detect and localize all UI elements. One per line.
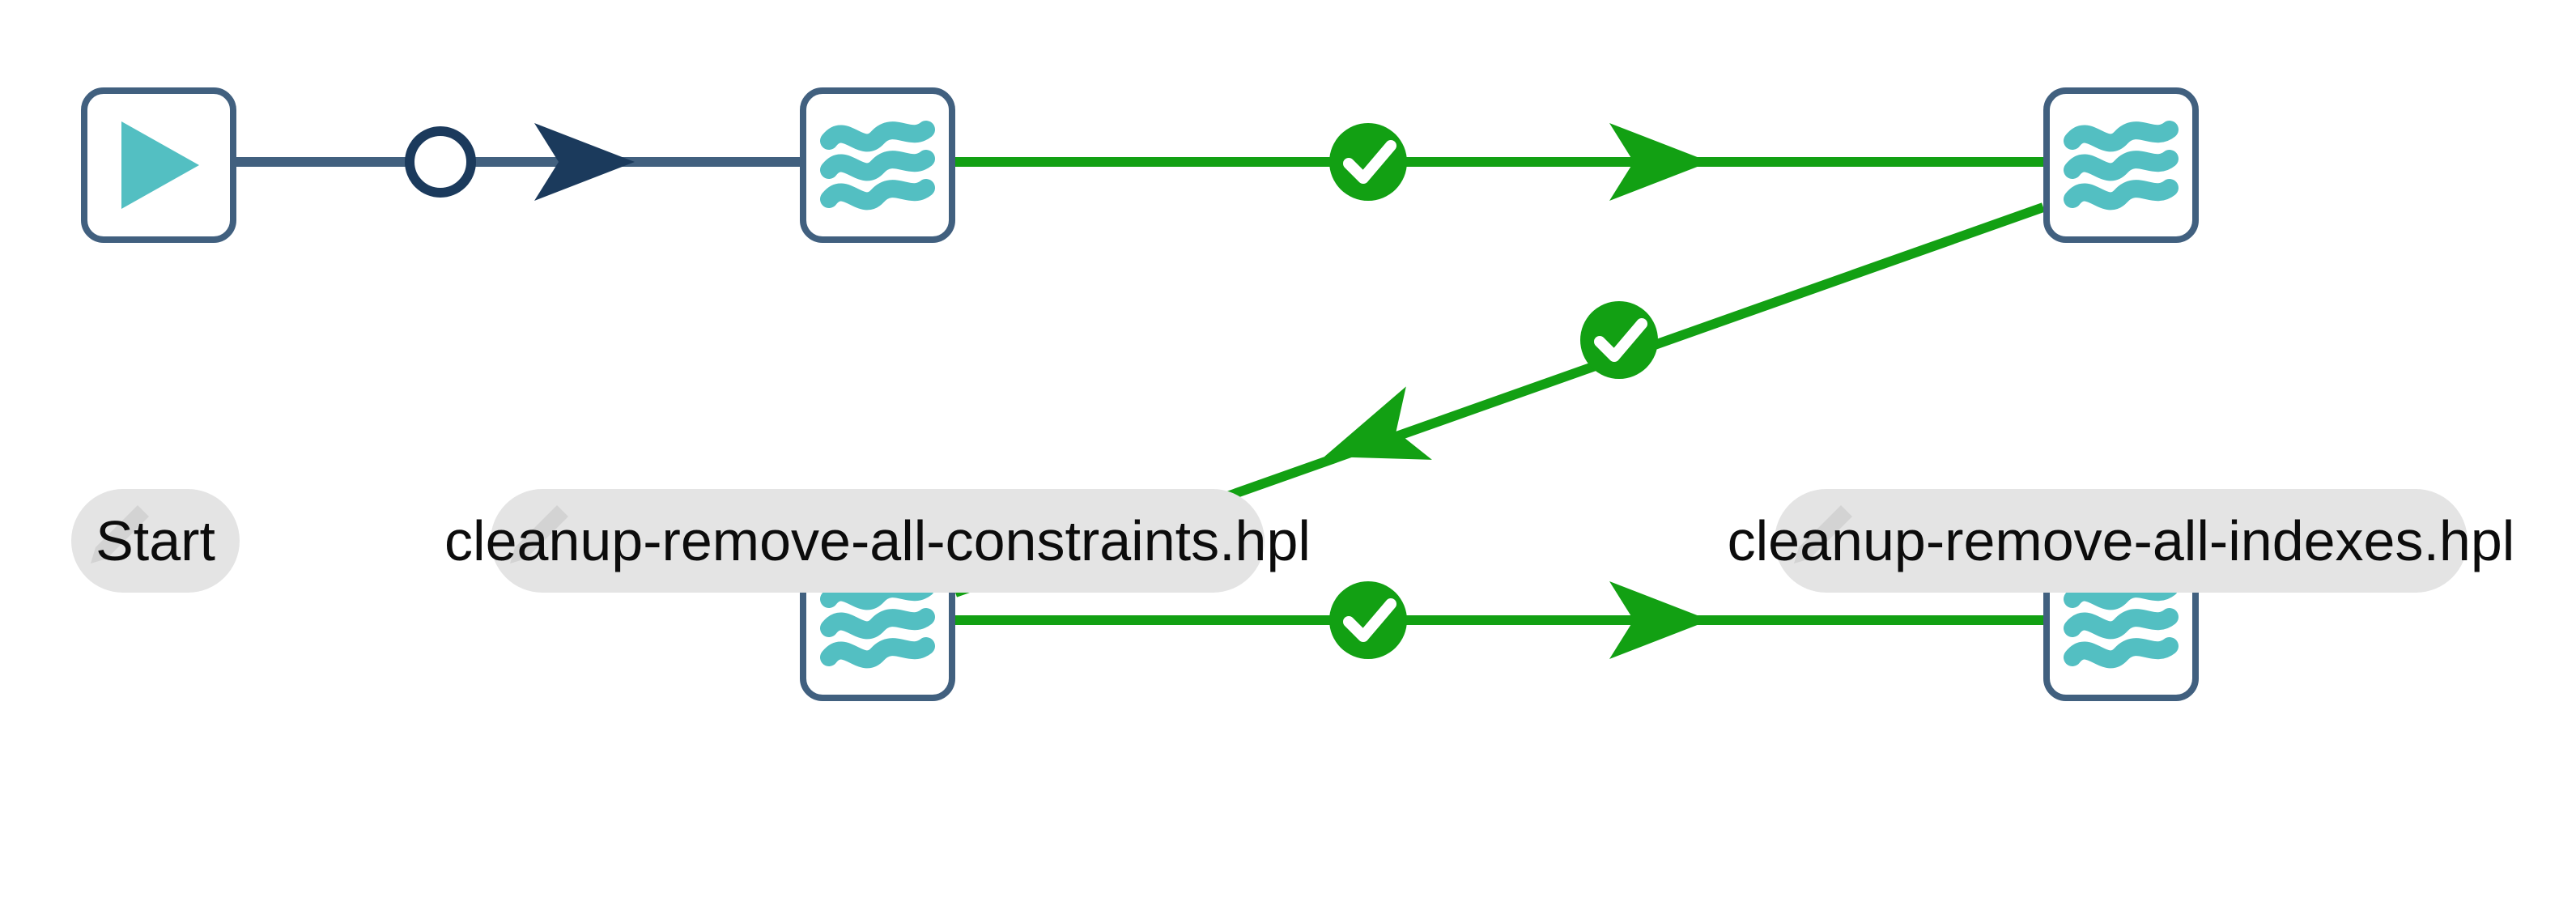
node-label-start[interactable]: Start: [71, 489, 240, 593]
node-label-text: Start: [96, 509, 215, 572]
hop-check-marker-constraints-to-indexes[interactable]: [1329, 123, 1407, 201]
workflow-node-indexes[interactable]: [2043, 87, 2199, 243]
edit-pencil-icon: [91, 505, 149, 563]
hop-arrowhead-constraints-to-indexes: [1609, 123, 1710, 201]
hop-check-marker-relationships-to-nodes[interactable]: [1329, 581, 1407, 659]
edit-pencil-icon: [510, 505, 568, 563]
pipeline-waves-icon: [2064, 121, 2179, 210]
node-label-constraints[interactable]: cleanup-remove-all-constraints.hpl: [444, 489, 1311, 593]
workflow-node-constraints[interactable]: [800, 87, 955, 243]
pipeline-waves-icon: [820, 121, 935, 210]
play-triangle-icon: [121, 121, 199, 209]
node-label-text: cleanup-remove-all-constraints.hpl: [444, 509, 1311, 572]
hop-arrowhead-indexes-to-relationships: [1324, 386, 1432, 460]
hop-arrowhead-relationships-to-nodes: [1609, 581, 1710, 659]
workflow-node-start[interactable]: [81, 87, 236, 243]
hop-circle-marker[interactable]: [405, 126, 476, 198]
node-label-text: cleanup-remove-all-indexes.hpl: [1727, 509, 2515, 572]
hop-check-marker-indexes-to-relationships[interactable]: [1580, 301, 1658, 379]
node-label-indexes[interactable]: cleanup-remove-all-indexes.hpl: [1728, 489, 2514, 593]
hop-arrowhead-start-to-constraints: [534, 123, 635, 201]
